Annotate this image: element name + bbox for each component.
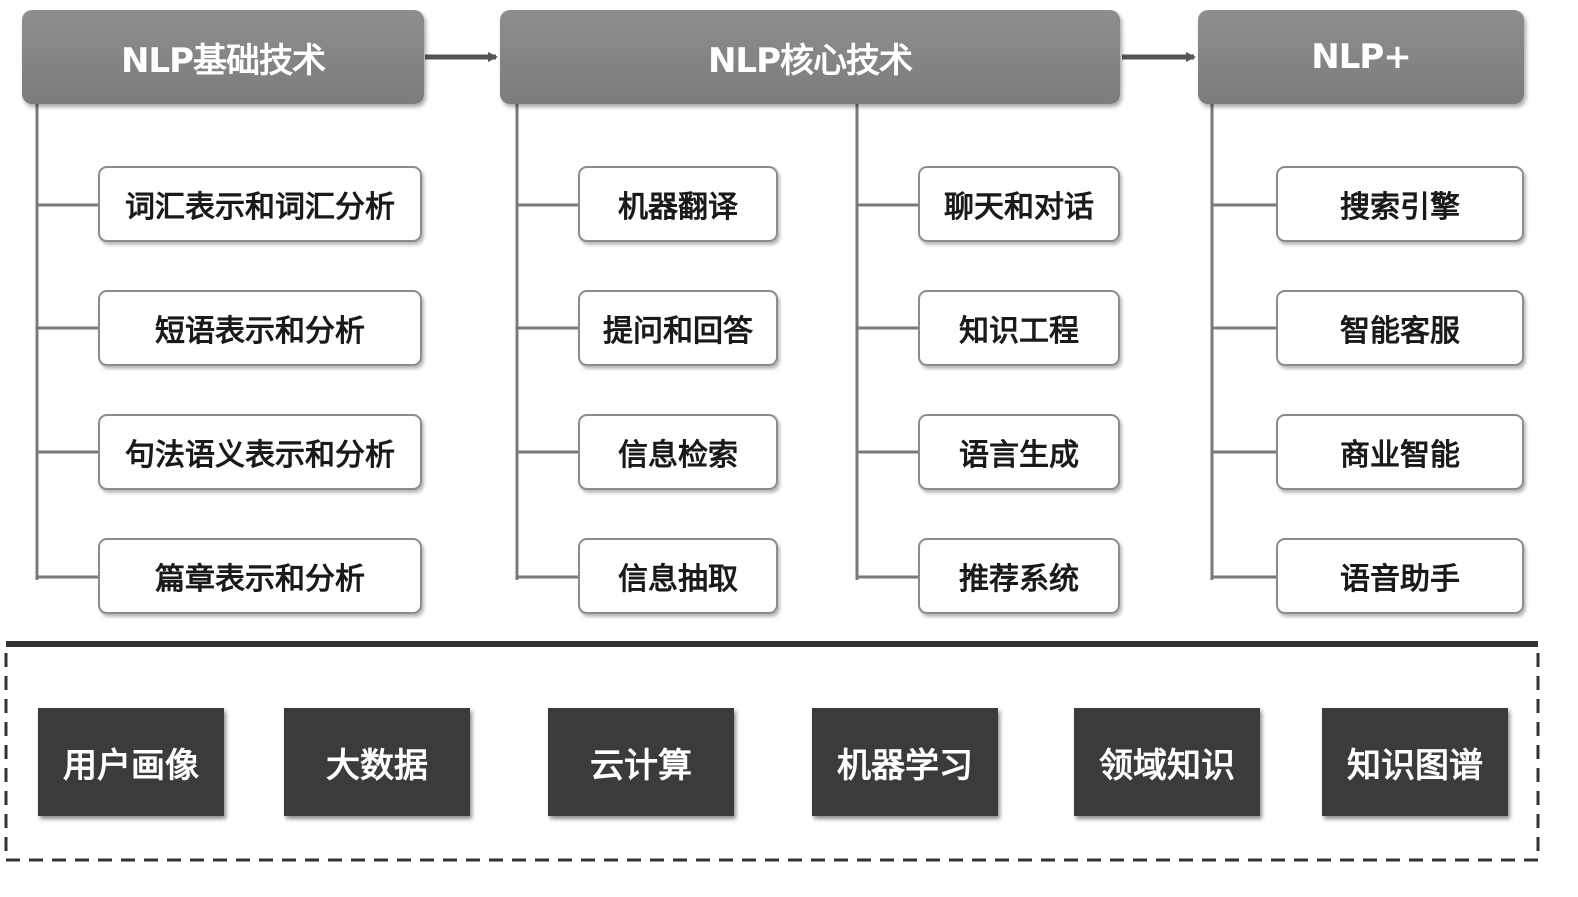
base-item-cloud-computing: 云计算 [548, 708, 734, 816]
header-nlp-plus: NLP+ [1198, 10, 1524, 104]
base-item-user-profile: 用户画像 [38, 708, 224, 816]
core-right-item: 推荐系统 [918, 538, 1120, 614]
core-right-item: 聊天和对话 [918, 166, 1120, 242]
base-item-machine-learning: 机器学习 [812, 708, 998, 816]
base-item-domain-knowledge: 领域知识 [1074, 708, 1260, 816]
plus-item: 智能客服 [1276, 290, 1524, 366]
core-right-item: 知识工程 [918, 290, 1120, 366]
base-frame [4, 642, 1540, 862]
core-left-item: 信息抽取 [578, 538, 778, 614]
base-item-knowledge-graph: 知识图谱 [1322, 708, 1508, 816]
core-right-item: 语言生成 [918, 414, 1120, 490]
foundation-item: 词汇表示和词汇分析 [98, 166, 422, 242]
core-left-item: 信息检索 [578, 414, 778, 490]
foundation-item: 句法语义表示和分析 [98, 414, 422, 490]
plus-item: 商业智能 [1276, 414, 1524, 490]
plus-item: 语音助手 [1276, 538, 1524, 614]
header-nlp-foundation: NLP基础技术 [22, 10, 424, 104]
core-left-item: 机器翻译 [578, 166, 778, 242]
plus-item: 搜索引擎 [1276, 166, 1524, 242]
header-nlp-core: NLP核心技术 [500, 10, 1120, 104]
foundation-item: 篇章表示和分析 [98, 538, 422, 614]
base-item-big-data: 大数据 [284, 708, 470, 816]
foundation-item: 短语表示和分析 [98, 290, 422, 366]
core-left-item: 提问和回答 [578, 290, 778, 366]
